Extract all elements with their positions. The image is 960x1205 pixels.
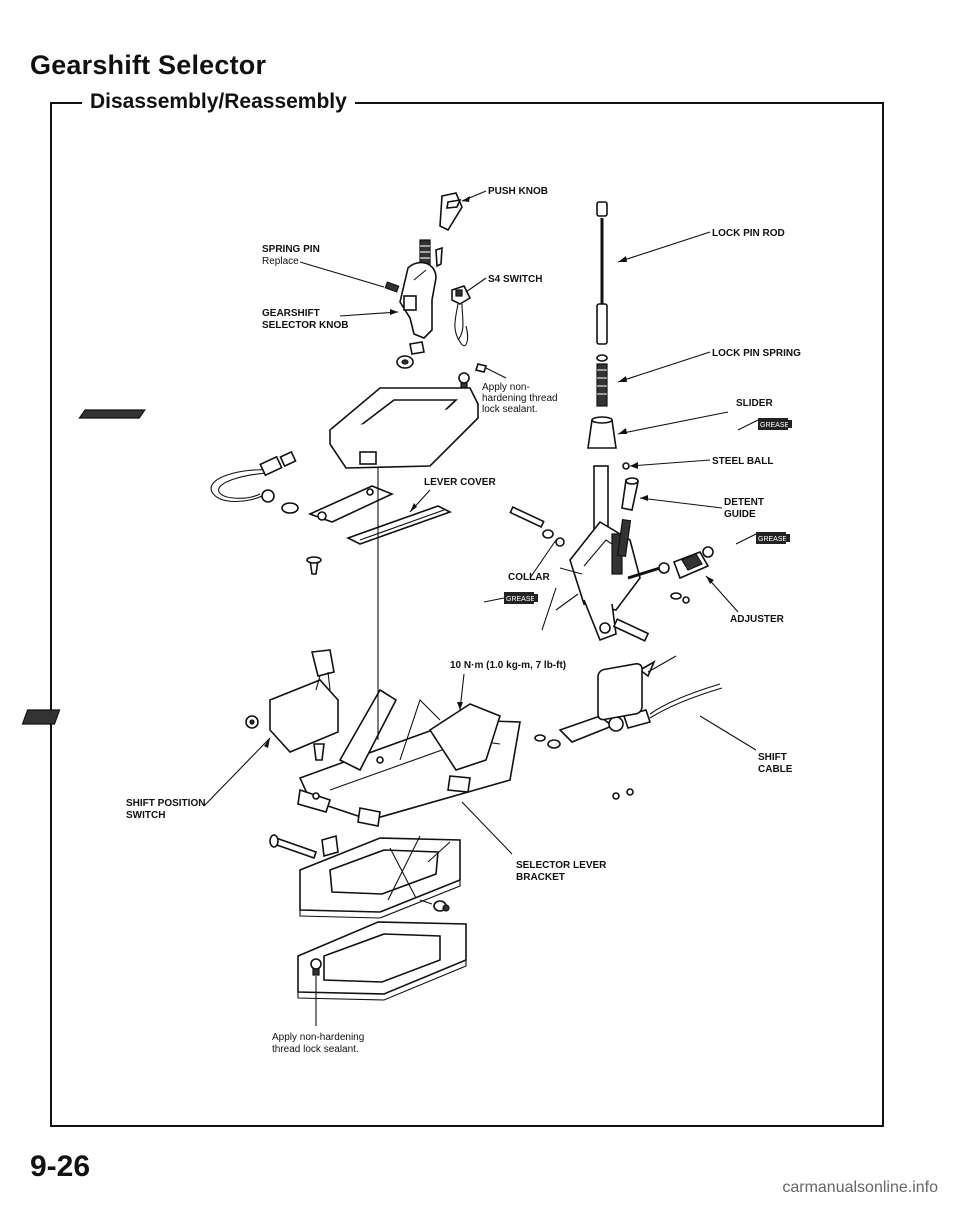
label-spring-pin-replace: Replace [262,256,299,267]
label-apply-bottom-1: Apply non-hardening [272,1032,364,1043]
s4-switch [451,285,472,347]
gasket [297,921,467,1001]
lever-spring [616,518,632,558]
section-subtitle: Disassembly/Reassembly [82,90,355,114]
page-number: 9-26 [30,1150,91,1183]
label-selector-lever-bracket-2: BRACKET [516,872,565,883]
diagram-frame [50,103,884,1127]
footer-watermark: carmanualsonline.info [782,1179,938,1196]
slider [587,416,617,449]
grease-symbol-collar: GREASE [483,592,538,604]
frame-top-right [330,102,884,104]
label-shift-position-switch: SHIFT POSITION [126,798,205,809]
gasket-screw [310,958,322,976]
shift-position-switch [21,649,340,761]
svg-text:GREASE: GREASE [758,536,788,543]
shift-cable [534,683,723,749]
label-lock-pin-spring: LOCK PIN SPRING [712,348,801,359]
label-apply-top-2: hardening thread [482,393,558,404]
base-nut [419,899,450,912]
lever-cover [345,505,453,545]
adjuster-rod [627,546,714,604]
svg-text:GREASE: GREASE [760,422,790,429]
lock-pin-spring [596,354,608,407]
steel-ball [622,462,630,470]
base-plate [299,834,461,919]
label-s4-switch: S4 SWITCH [488,274,542,285]
label-apply-bottom-2: thread lock sealant. [272,1044,359,1055]
collar-bolt [509,506,565,547]
label-apply-top-1: Apply non- [482,382,530,393]
lever-cover-bracket [307,485,395,523]
spring-pin [384,281,400,293]
knob-pin [435,246,443,268]
cable-end-cover [597,662,643,800]
base-bolt [269,834,318,860]
lock-pin-rod [596,201,608,345]
label-selector-lever-bracket: SELECTOR LEVER [516,860,607,871]
grease-symbol-slider: GREASE [737,418,792,431]
gearshift-selector-knob [399,261,437,339]
lever-pin [612,618,650,642]
label-shift-cable: SHIFT [758,752,787,763]
label-detent-guide: DETENT [724,497,764,508]
label-adjuster: ADJUSTER [730,614,785,625]
selector-lever-bracket [297,688,521,827]
frame-top-left [50,102,84,104]
label-apply-top-3: lock sealant. [482,404,538,415]
label-push-knob: PUSH KNOB [488,186,548,197]
label-gearshift-knob: GEARSHIFT [262,308,320,319]
svg-text:GREASE: GREASE [506,596,536,603]
sealant-screw-top [458,363,488,390]
page-title: Gearshift Selector [30,50,267,80]
label-torque: 10 N·m (1.0 kg-m, 7 lb-ft) [450,660,566,671]
push-knob [439,192,463,232]
grease-symbol-detent: GREASE [735,532,790,545]
label-lever-cover: LEVER COVER [424,477,496,488]
detent-guide [621,477,639,511]
label-shift-position-switch-2: SWITCH [126,810,165,821]
label-lock-pin-rod: LOCK PIN ROD [712,228,785,239]
wire-harness [210,450,299,514]
label-spring-pin: SPRING PIN [262,244,320,255]
label-collar: COLLAR [508,572,550,583]
torque-arrow-right [638,660,656,678]
label-gearshift-knob-2: SELECTOR KNOB [262,320,349,331]
label-steel-ball: STEEL BALL [712,456,773,467]
knob-small-parts [396,341,425,369]
label-detent-guide-2: GUIDE [724,509,756,520]
label-shift-cable-2: CABLE [758,764,793,775]
indicator-housing [78,387,479,469]
small-bolt-left [306,556,322,575]
label-slider: SLIDER [736,398,773,409]
